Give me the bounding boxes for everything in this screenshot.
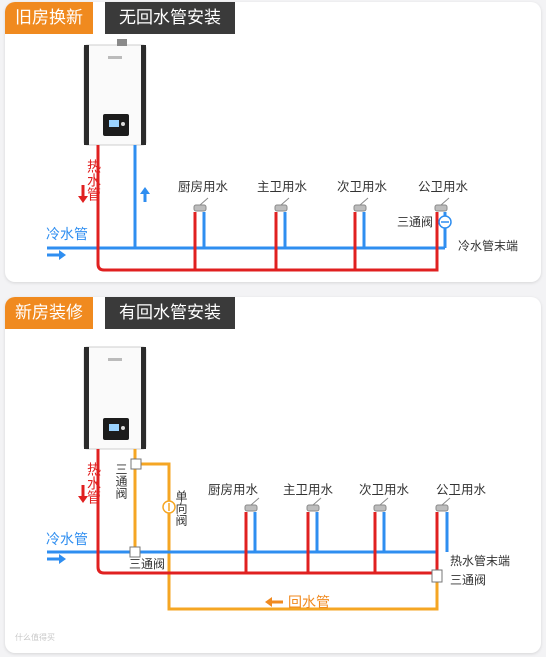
three-way-valve-icon: [438, 215, 452, 229]
panel-no-return-install: 旧房换新 无回水管安装: [5, 2, 541, 282]
check-valve-label: 单向阀: [174, 490, 188, 527]
fixture-label-master-bath: 主卫用水: [283, 482, 334, 497]
hot-pipe-end-label: 热水管末端: [450, 553, 510, 568]
watermark: 什么值得买: [15, 632, 55, 642]
water-heater: [83, 39, 147, 146]
three-way-valve-right-label: 三通阀: [450, 573, 486, 587]
three-way-valve-label: 三通阀: [397, 215, 433, 229]
cold-water-pipes: [47, 512, 449, 554]
flow-arrows: [47, 485, 283, 607]
cold-pipe-label: 冷水管: [46, 532, 88, 548]
cold-pipe-end-label: 冷水管末端: [458, 238, 518, 253]
three-way-valve-icons: [129, 458, 443, 583]
cold-water-pipes: [47, 145, 447, 250]
flow-arrows: [47, 185, 150, 260]
three-way-valve-vertical-label: 三通阀: [114, 463, 128, 500]
panel-return-install: 新房装修 有回水管安装: [5, 297, 541, 653]
panel2-diagram: 热水管 冷水管 三通阀 单向阀 三通阀 厨房用水 主卫用水 次卫用水 公卫用水 …: [15, 346, 510, 642]
three-way-valve-bottom-label: 三通阀: [129, 557, 165, 571]
hot-water-pipes: [96, 145, 439, 272]
panel2-tag: 新房装修: [5, 297, 93, 329]
fixture-label-public-bath: 公卫用水: [436, 482, 487, 497]
panel1-diagram: 热水管 冷水管 厨房用水 主卫用水 次卫用水 公卫用水 三通阀 冷水管末端: [46, 39, 518, 272]
return-pipe-label: 回水管: [288, 595, 330, 611]
fixture-label-public-bath: 公卫用水: [418, 179, 469, 194]
hot-water-pipes: [96, 449, 439, 575]
return-water-pipes: [133, 449, 439, 611]
panel1-tag: 旧房换新: [5, 2, 93, 34]
fixture-label-master-bath: 主卫用水: [257, 179, 308, 194]
fixture-label-kitchen: 厨房用水: [208, 482, 259, 497]
fixture-label-kitchen: 厨房用水: [178, 179, 229, 194]
hot-pipe-label: 热水管: [85, 462, 101, 504]
faucet-icons: [193, 197, 450, 212]
fixture-label-second-bath: 次卫用水: [359, 482, 410, 497]
panel1-title: 无回水管安装: [105, 2, 235, 34]
panel2-title: 有回水管安装: [105, 297, 235, 329]
check-valve-icon: [162, 500, 176, 514]
fixture-label-second-bath: 次卫用水: [337, 179, 388, 194]
cold-pipe-label: 冷水管: [46, 227, 88, 243]
water-heater: [83, 346, 147, 450]
hot-pipe-label: 热水管: [85, 159, 101, 201]
faucet-icons: [244, 497, 451, 512]
